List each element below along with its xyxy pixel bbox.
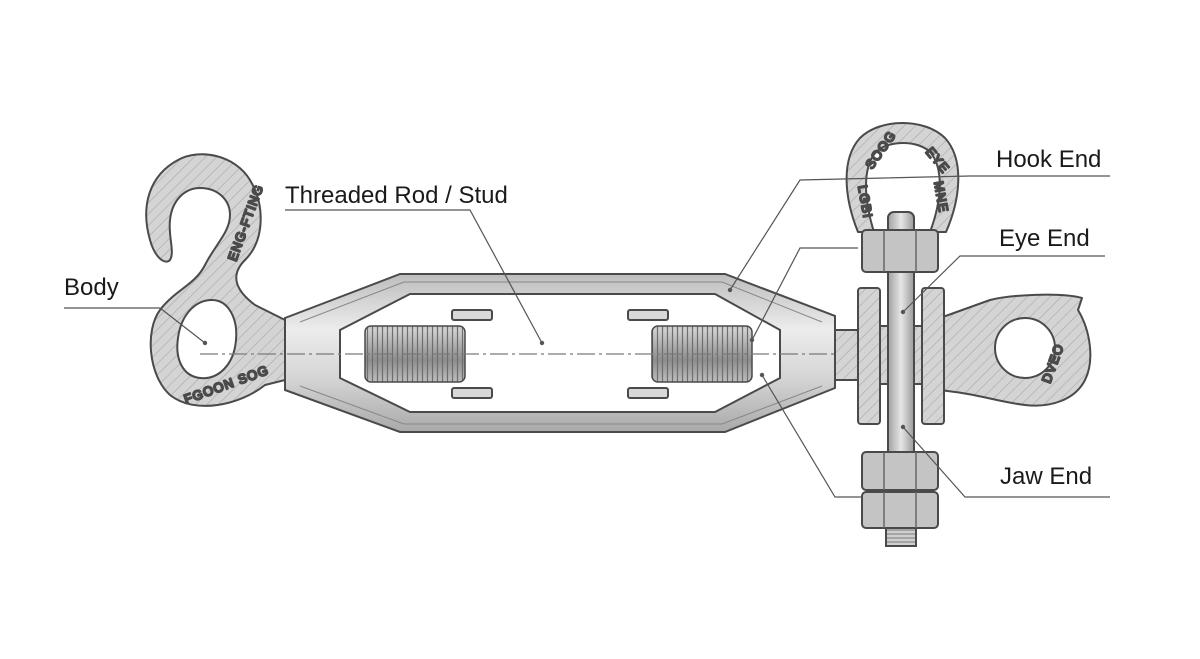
leader-jaw-end	[902, 426, 1110, 498]
label-hook-end: Hook End	[996, 146, 1102, 173]
eye-end-right: DVEO	[834, 287, 1092, 425]
leader-eye-end	[902, 255, 1105, 313]
hook-end-left: ENG-FTING FGOON SOG	[145, 153, 286, 408]
label-body: Body	[64, 274, 119, 301]
hook-end-shackle: SOOG EYE MNE LGBI	[845, 122, 960, 273]
leader-jaw-end-2	[761, 374, 862, 498]
svg-text:LGBI: LGBI	[855, 184, 876, 220]
label-threaded-rod: Threaded Rod / Stud	[285, 182, 508, 209]
leader-eye-end-2	[751, 247, 858, 341]
label-jaw-end: Jaw End	[1000, 463, 1093, 490]
label-eye-end: Eye End	[999, 225, 1090, 252]
leader-body	[64, 307, 206, 344]
leader-hook-end	[729, 175, 1110, 291]
jaw-end-nuts	[861, 451, 939, 529]
leader-threaded-rod	[285, 209, 543, 344]
leader-lines	[64, 175, 1110, 498]
svg-text:MNE: MNE	[931, 180, 951, 214]
